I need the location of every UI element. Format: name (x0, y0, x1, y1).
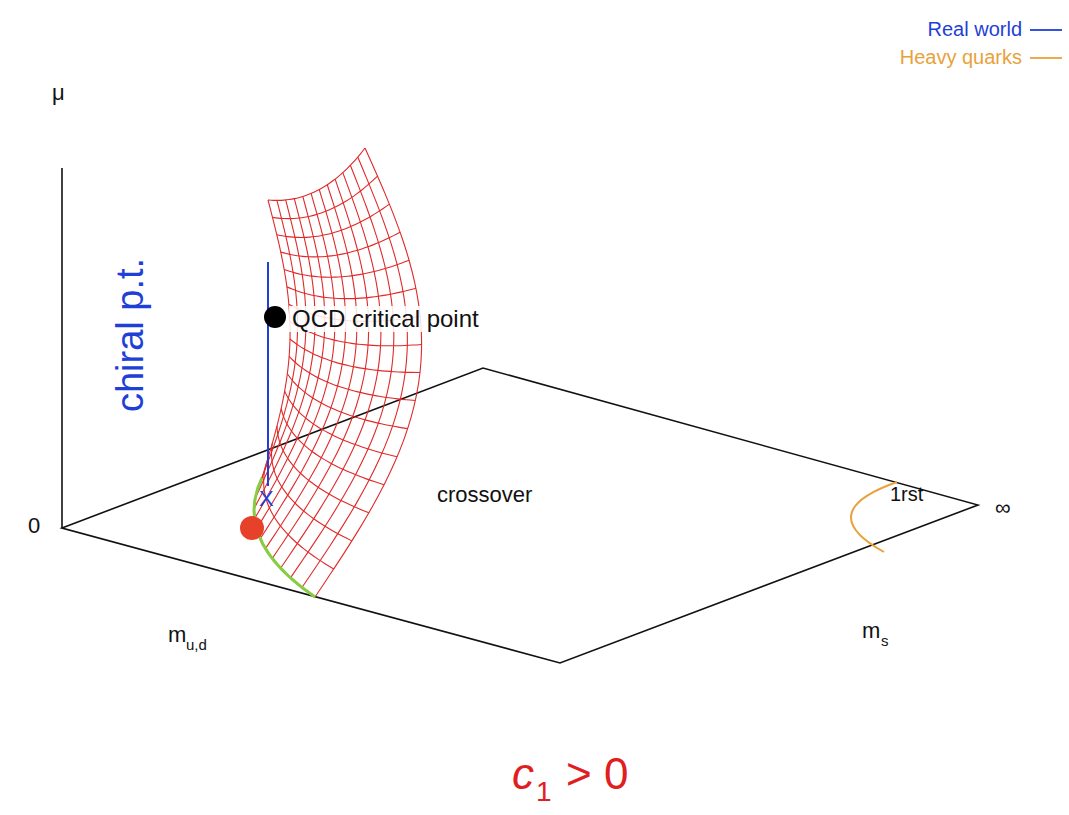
mesh-line (287, 287, 416, 299)
legend-line-sample (1030, 57, 1062, 59)
mesh-line (277, 426, 369, 513)
mu-axis (61, 168, 63, 528)
region-label: crossover (437, 484, 532, 506)
axis-value: ∞ (995, 497, 1011, 519)
region-label: 1rst (890, 484, 923, 504)
axis-value: 0 (28, 515, 40, 537)
mesh-line (289, 356, 415, 400)
mesh-line (265, 185, 356, 549)
mesh-line (281, 409, 384, 485)
chiral-critical-line (254, 478, 315, 597)
mass-plane (62, 168, 978, 663)
mesh-line (302, 157, 407, 587)
condition-label: c (512, 752, 534, 796)
mesh-line (255, 200, 306, 499)
mesh-line (264, 461, 334, 569)
mesh-line (277, 204, 390, 237)
critical-surface (254, 148, 422, 597)
mesh-line (262, 200, 290, 478)
axis-label: m (862, 620, 880, 642)
tricritical-dot (240, 516, 264, 540)
axis-label: μ (52, 82, 65, 104)
mesh-line (273, 176, 378, 219)
real-world-line (267, 262, 269, 486)
mesh-line (268, 148, 365, 200)
mesh-line (254, 199, 315, 509)
legend-text: Heavy quarks (900, 47, 1022, 67)
mesh-line (290, 165, 393, 578)
mesh-line (284, 260, 409, 277)
point-label: QCD critical point (289, 306, 482, 332)
legend-line-sample (1030, 29, 1062, 31)
mesh-line (281, 173, 381, 569)
axis-subscript: u,d (186, 637, 207, 652)
plane-outline (62, 368, 978, 663)
axis-subscript: s (881, 633, 889, 648)
side-title: chiral p.t. (111, 258, 149, 412)
critical-point-dot (264, 306, 286, 328)
marker-label: X (259, 488, 274, 510)
mesh-line (271, 443, 351, 541)
mesh-line (281, 232, 400, 257)
mesh-line (254, 478, 315, 597)
condition-label: > 0 (566, 752, 628, 796)
mesh-line (260, 190, 345, 539)
axis-label: m (168, 624, 186, 646)
legend-text: Real world (928, 19, 1022, 39)
mesh-line (287, 374, 407, 429)
mesh-line (258, 200, 298, 488)
condition-subscript: 1 (536, 778, 552, 806)
